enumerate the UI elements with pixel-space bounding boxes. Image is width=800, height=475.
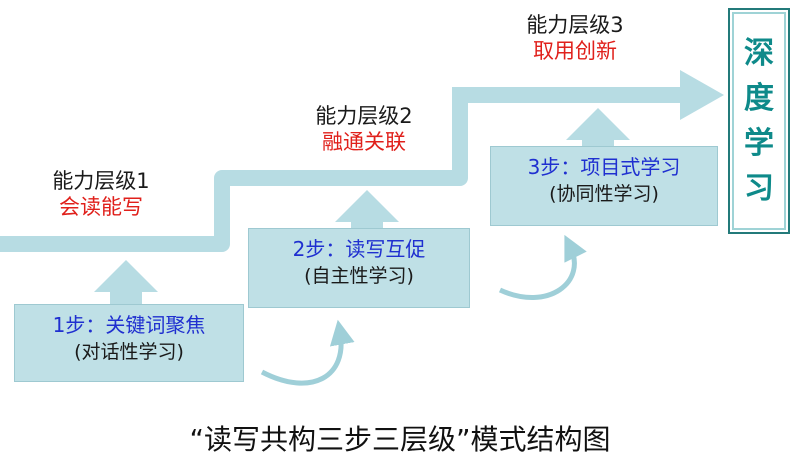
staircase-band (0, 95, 468, 252)
step-3-box: 3步：项目式学习 (协同性学习) (490, 146, 718, 226)
step-2-subtitle: (自主性学习) (304, 265, 414, 287)
deep-learning-char-1: 深 (744, 36, 774, 71)
level-3-name: 能力层级3 (526, 13, 624, 37)
up-arrow-2 (335, 190, 399, 236)
level-3-goal: 取用创新 (533, 39, 617, 64)
step-1-subtitle: (对话性学习) (74, 341, 184, 363)
level-2-label: 能力层级2 融通关联 (294, 103, 434, 156)
up-arrow-1 (94, 260, 158, 312)
up-arrow-3 (566, 108, 630, 152)
step-2-title: 2步：读写互促 (292, 237, 426, 261)
deep-learning-char-2: 度 (744, 81, 774, 116)
figure-caption: “读写共构三步三层级”模式结构图 (189, 423, 611, 456)
step-1-box: 1步：关键词聚焦 (对话性学习) (14, 304, 244, 382)
level-1-goal: 会读能写 (59, 195, 143, 220)
curve-arrow-2 (498, 234, 587, 300)
top-arrow-head (680, 70, 724, 120)
level-1-name: 能力层级1 (52, 169, 150, 193)
top-arrow-shaft (452, 87, 686, 103)
curve-arrow-1 (260, 319, 355, 386)
level-2-goal: 融通关联 (322, 130, 406, 155)
step-3-subtitle: (协同性学习) (549, 183, 659, 205)
step-1-title: 1步：关键词聚焦 (52, 313, 206, 337)
level-2-name: 能力层级2 (315, 104, 413, 128)
level-1-label: 能力层级1 会读能写 (36, 168, 166, 221)
level-3-label: 能力层级3 取用创新 (500, 12, 650, 65)
step-3-title: 3步：项目式学习 (527, 155, 681, 179)
deep-learning-char-3: 学 (744, 126, 774, 161)
deep-learning-box: 深 度 学 习 (728, 8, 790, 234)
deep-learning-char-4: 习 (744, 171, 774, 206)
step-2-box: 2步：读写互促 (自主性学习) (248, 228, 470, 308)
